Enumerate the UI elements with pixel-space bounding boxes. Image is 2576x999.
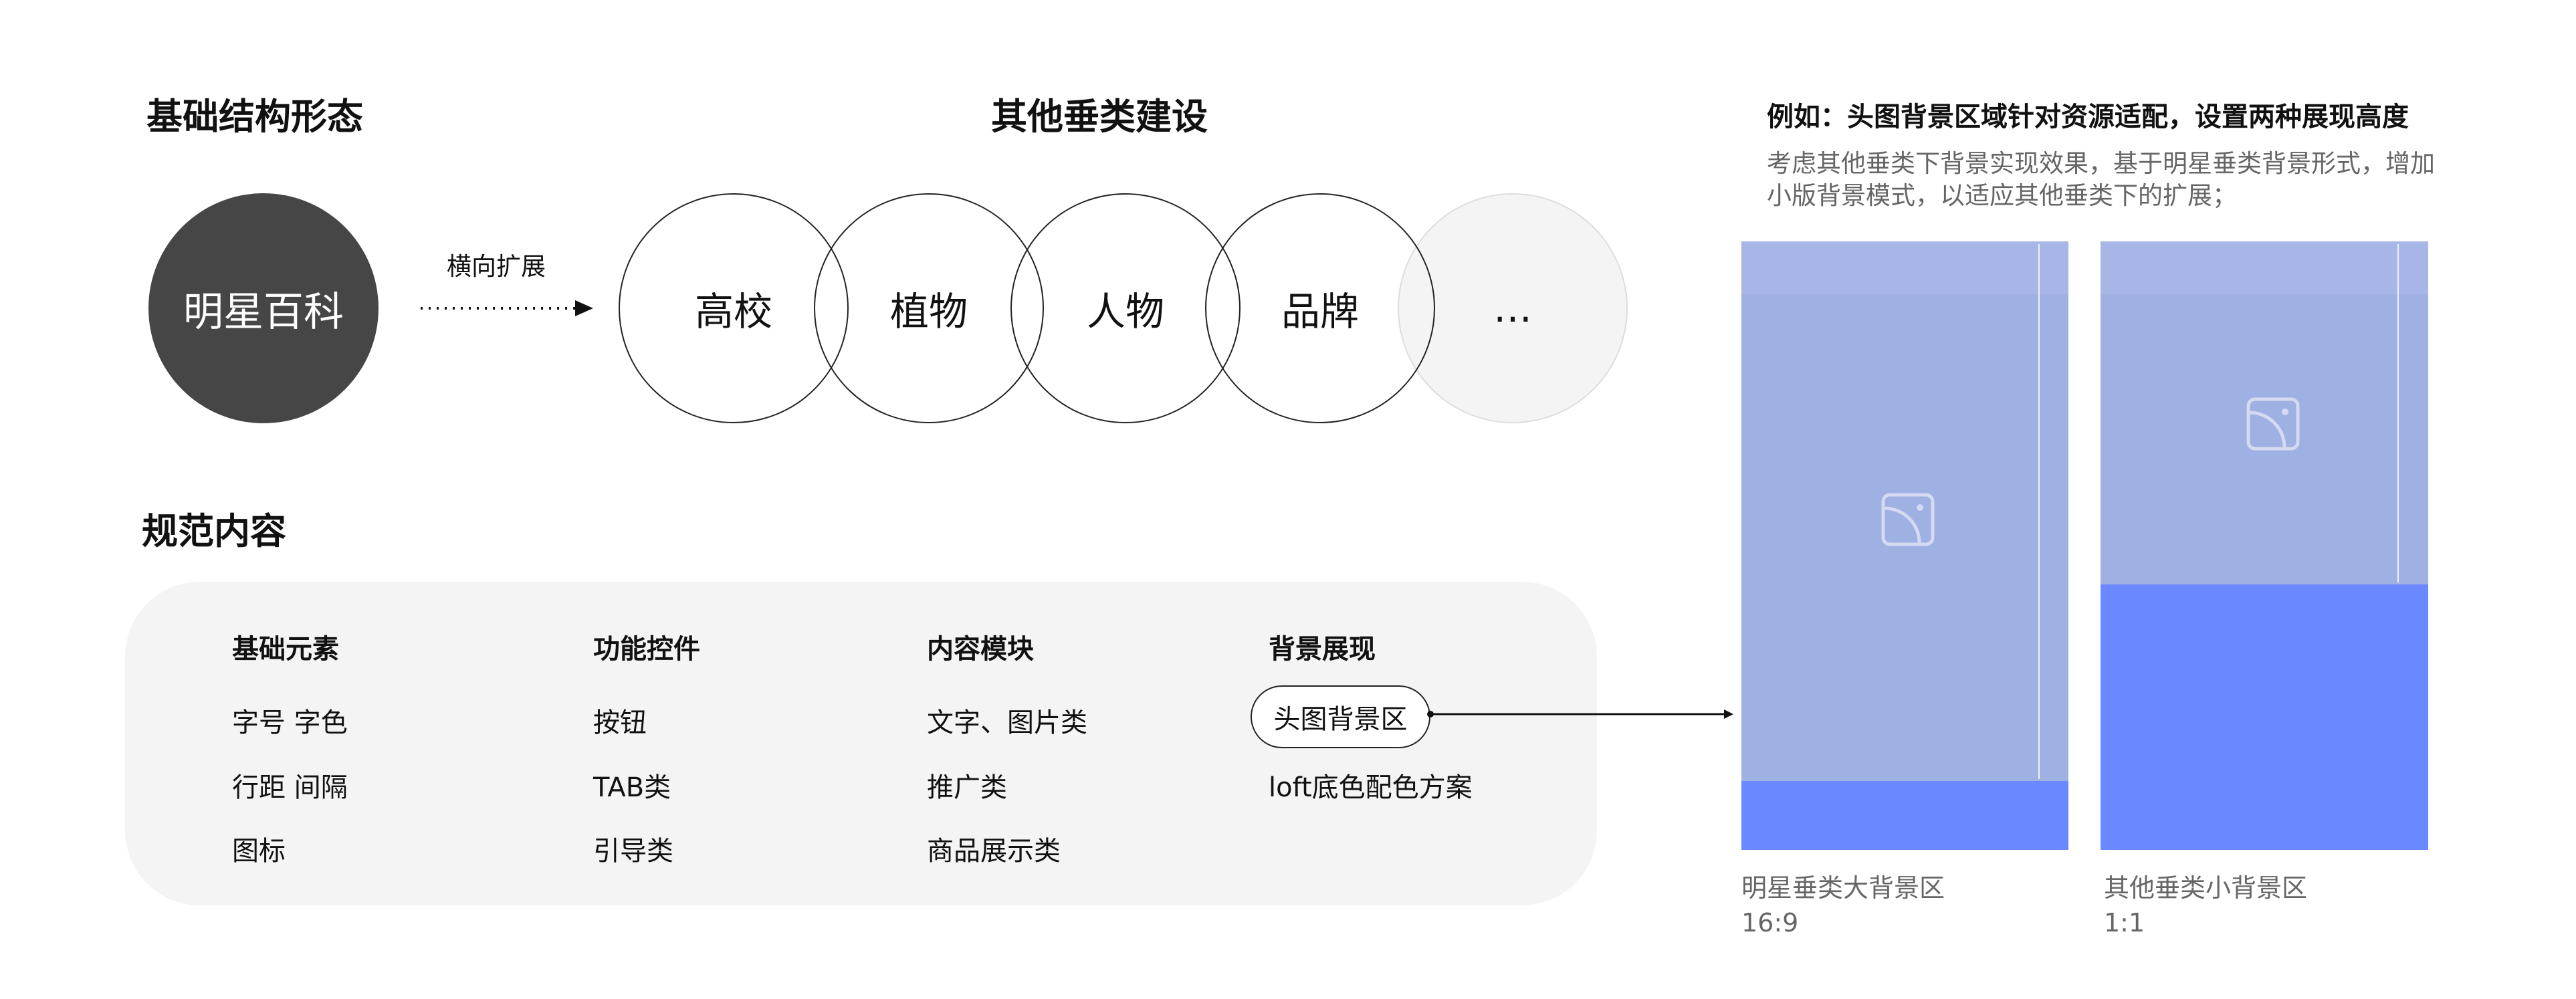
example-desc-line2: 小版背景模式，以适应其他垂类下的扩展； (1767, 181, 2237, 210)
image-placeholder-icon (2246, 397, 2300, 451)
small-bg-name: 其他垂类小背景区 (2104, 873, 2308, 903)
small-bg-ratio: 1:1 (2104, 908, 2145, 937)
vertical-circle-gaoxiao: 高校 (619, 193, 849, 423)
expand-label: 横向扩展 (447, 252, 546, 281)
spec-item: 按钮 (593, 707, 647, 738)
spec-item: 商品展示类 (927, 836, 1061, 867)
image-placeholder-icon (1881, 493, 1935, 546)
blue-base (1741, 781, 2068, 850)
section-title-base: 基础结构形态 (146, 96, 363, 138)
col-header: 内容模块 (927, 634, 1034, 665)
vertical-label: … (1493, 286, 1532, 331)
header-bg-pill: 头图背景区 (1251, 685, 1430, 748)
spec-item: 头图背景区 (1273, 704, 1408, 735)
top-band (1741, 241, 2068, 294)
dotted-arrow (421, 300, 593, 316)
col-header: 背景展现 (1269, 634, 1376, 665)
height-measure-line (2038, 244, 2040, 779)
spec-item: 字号 字色 (232, 707, 348, 738)
col-header: 基础元素 (232, 634, 339, 665)
large-bg-name: 明星垂类大背景区 (1741, 873, 1945, 903)
vertical-circle-zhiwu: 植物 (814, 193, 1044, 423)
base-circle: 明星百科 (148, 193, 379, 423)
vertical-circle-pinpai: 品牌 (1205, 193, 1435, 423)
section-title-spec: 规范内容 (142, 510, 286, 552)
spec-item: loft底色配色方案 (1269, 772, 1473, 803)
top-band (2101, 241, 2428, 294)
example-title: 例如：头图背景区域针对资源适配，设置两种展现高度 (1767, 102, 2409, 132)
connector-arrow (1427, 709, 1733, 719)
vertical-label: 品牌 (1281, 289, 1359, 334)
spec-item: TAB类 (593, 772, 671, 803)
section-title-verticals: 其他垂类建设 (991, 96, 1208, 138)
small-background-preview (2101, 241, 2428, 850)
spec-item: 图标 (232, 836, 286, 867)
spec-item: 推广类 (927, 772, 1007, 803)
large-background-preview (1741, 241, 2068, 850)
spec-item: 行距 间隔 (232, 772, 348, 803)
vertical-label: 人物 (1086, 289, 1164, 334)
base-circle-label: 明星百科 (183, 288, 344, 336)
large-bg-ratio: 16:9 (1741, 908, 1799, 937)
blue-base (2101, 584, 2428, 850)
height-measure-line (2397, 244, 2399, 582)
spec-item: 文字、图片类 (927, 707, 1087, 738)
spec-item: 引导类 (593, 836, 673, 867)
vertical-label: 植物 (889, 289, 968, 334)
col-header: 功能控件 (593, 634, 700, 665)
vertical-label: 高校 (694, 289, 772, 334)
vertical-circle-more: … (1398, 193, 1628, 423)
example-desc-line1: 考虑其他垂类下背景实现效果，基于明星垂类背景形式，增加 (1767, 149, 2435, 178)
